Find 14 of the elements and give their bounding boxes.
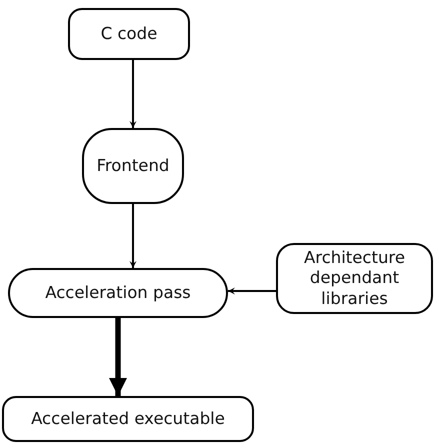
node-label: Architecture dependant libraries — [302, 248, 406, 310]
process-box — [276, 243, 433, 314]
arrow — [109, 318, 127, 396]
node-label: C code — [100, 24, 158, 44]
node-label: Acceleration pass — [45, 282, 191, 304]
process-box — [2, 396, 254, 442]
arrow — [130, 60, 136, 128]
node-label: Frontend — [96, 156, 170, 176]
arrow — [228, 288, 276, 294]
node-label: Accelerated executable — [31, 408, 225, 430]
process-box — [8, 268, 228, 318]
process-box — [68, 8, 190, 60]
process-box — [82, 128, 184, 204]
arrow — [130, 204, 136, 268]
